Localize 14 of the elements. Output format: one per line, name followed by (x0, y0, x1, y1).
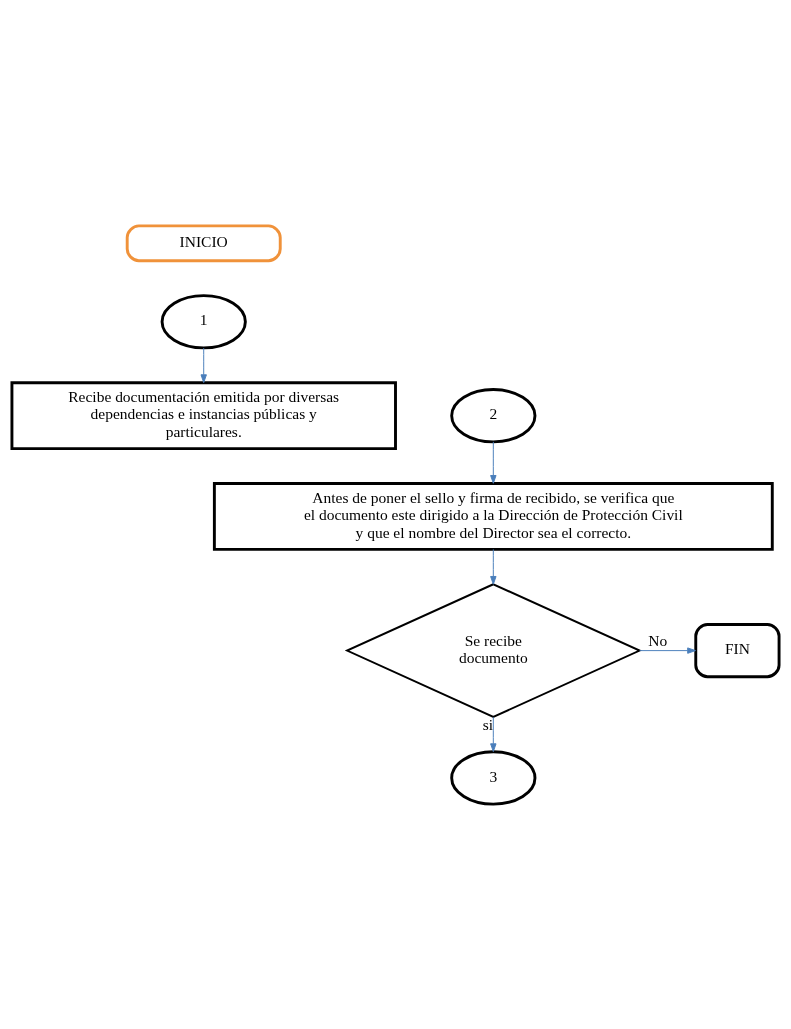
arrow (490, 716, 497, 752)
node-box: FIN (694, 622, 781, 678)
node-ellipse: 3 (450, 749, 537, 806)
arrow (639, 646, 696, 654)
node-ellipse: 2 (450, 387, 537, 443)
arrow (490, 440, 497, 484)
node-diamond: Se recibe documento (344, 582, 642, 718)
node-ellipse: 1 (160, 293, 247, 349)
arrow (200, 347, 207, 383)
node-box: INICIO (125, 223, 282, 262)
edge-label: No (648, 631, 668, 649)
node-box: Recibe documentación emitida por diversas dependencias e instancias públicas y particulares. (10, 380, 397, 450)
node-box: Antes de poner el sello y firma de recibido, se verifica que el documento este dirigido a la Dirección de Protección Civil y que el nombre del Director sea el correcto. (212, 481, 774, 551)
arrow (490, 548, 497, 585)
